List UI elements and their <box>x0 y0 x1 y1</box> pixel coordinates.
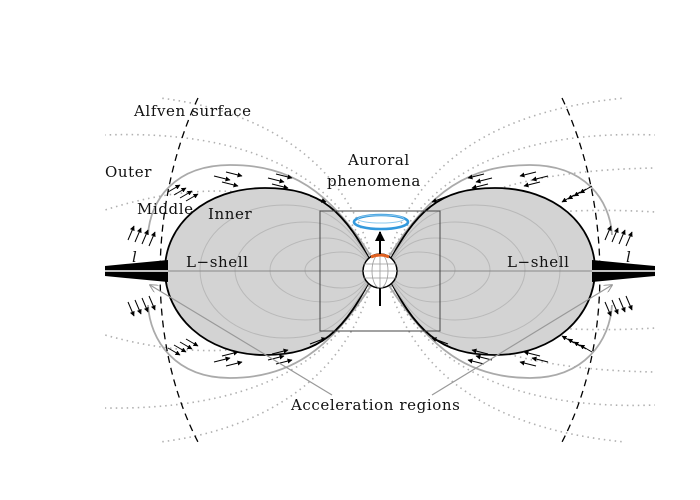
alfven-surface-label: Alfven surface <box>133 102 252 120</box>
inner-label: Inner <box>208 205 253 223</box>
particle-arrows <box>127 171 633 367</box>
acceleration-regions-label: Acceleration regions <box>290 396 460 414</box>
l-right-label: l <box>626 248 631 266</box>
lshell-right-label: L−shell <box>507 253 570 271</box>
l-left-label: l <box>132 248 137 266</box>
acceleration-pointers <box>150 285 612 396</box>
zoom-box <box>319 210 441 332</box>
auroral-label-line1: Auroral <box>347 151 410 169</box>
outer-label: Outer <box>105 163 152 181</box>
middle-label: Middle <box>137 200 194 218</box>
lshell-left-label: L−shell <box>186 253 249 271</box>
auroral-label-line2: phenomena <box>327 172 421 190</box>
planet <box>362 231 398 306</box>
